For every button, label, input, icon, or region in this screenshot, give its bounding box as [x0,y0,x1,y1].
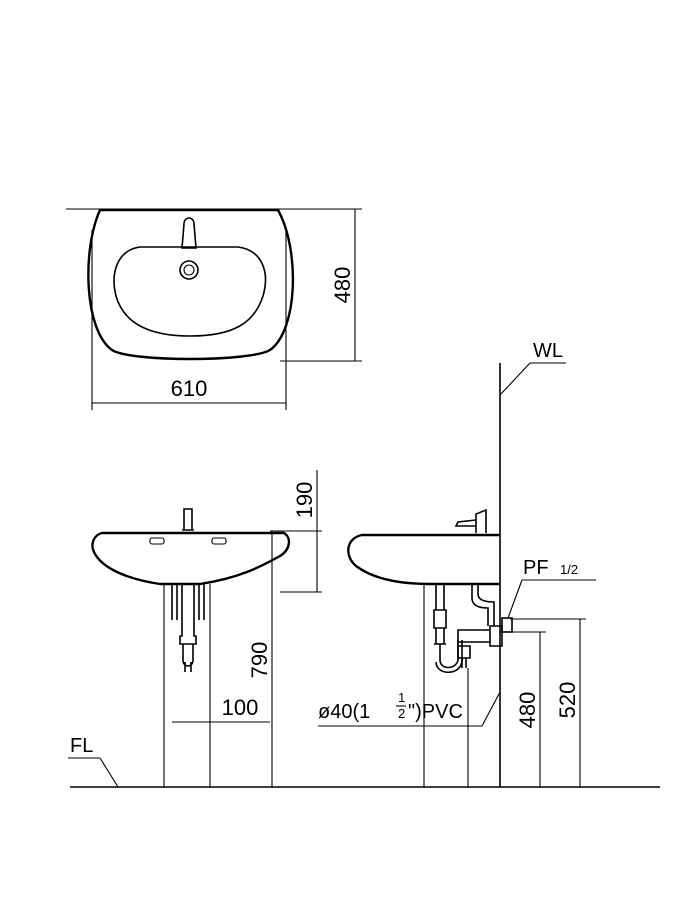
drain-pipe-label: ø40(1 [318,701,370,723]
side-supply-pipe [471,584,495,626]
front-view: 100 190 790 [91,470,322,787]
basin-outline-front [91,531,291,586]
top-view: 610 480 [66,208,362,410]
dim-drain-height-text: 480 [515,692,540,729]
bowl-outline-top [113,246,267,337]
faucet-icon [181,217,197,249]
front-supply-pipe-left [171,584,178,620]
drain-pipe-frac-bottom: 2 [398,706,405,721]
supply-label-leader [507,579,523,619]
dim-supply-height-text: 520 [555,682,580,719]
dim-drain-offset-text: 100 [222,695,259,720]
floor-label-leader [99,757,119,788]
side-view: WL PF 1/2 ø40(1 1 2 ")PVC 4 [318,340,596,787]
dim-total-height-text: 790 [247,642,272,679]
supply-label: PF [523,557,549,579]
overflow-slot-right [211,537,227,545]
supply-size: 1/2 [560,562,578,577]
drain-label-leader-diag [481,691,501,727]
drain-pipe-suffix: ")PVC [408,701,463,723]
side-trap [433,584,463,674]
wall-label: WL [533,340,563,362]
drain-pipe-prefix: ø40(1 [318,701,370,723]
dim-width-text: 610 [171,376,208,401]
side-trap-arm [457,625,503,647]
dim-height-text: 190 [292,482,317,519]
floor: FL [68,735,660,788]
basin-outline-side [347,533,500,586]
faucet-front-icon [182,508,194,531]
front-supply-pipe-right [198,584,205,620]
drain-hole-top [179,260,199,280]
dim-depth-text: 480 [330,267,355,304]
drain-hole-inner [183,264,195,276]
side-trap-outlet [457,645,471,668]
drain-pipe-frac-top: 1 [398,690,405,705]
front-trap [179,584,197,672]
basin-outline-top [87,208,295,361]
overflow-slot-left [149,537,165,545]
faucet-side-icon [454,508,487,533]
angle-valve [501,617,513,633]
floor-label: FL [70,735,93,757]
wall-label-leader [499,362,531,396]
